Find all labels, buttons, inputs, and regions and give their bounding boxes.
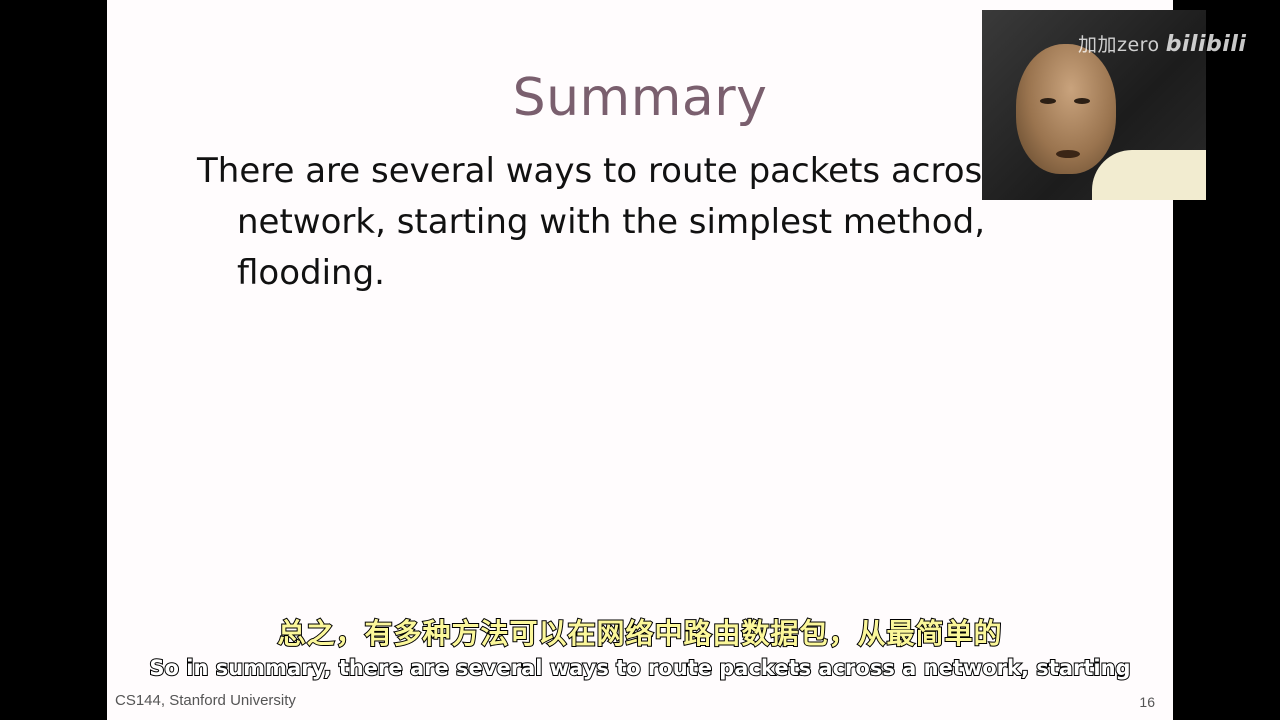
subtitle-chinese: 总之，有多种方法可以在网络中路由数据包，从最简单的 (276, 616, 1003, 651)
slide-page-number: 16 (1139, 694, 1155, 710)
presenter-eye (1040, 98, 1056, 104)
bilibili-logo: bilibili (1165, 32, 1247, 57)
presenter-eye (1074, 98, 1090, 104)
webcam-presenter-overlay (982, 10, 1206, 200)
presenter-mouth (1056, 150, 1080, 158)
presenter-shirt (1092, 150, 1206, 200)
watermark-user: 加加zero (1078, 34, 1160, 56)
slide-title: Summary (512, 68, 768, 128)
slide-bullet: There are several ways to route packets … (197, 151, 1032, 293)
slide-footer-course: CS144, Stanford University (115, 692, 296, 709)
subtitle-english: So in summary, there are several ways to… (148, 655, 1131, 681)
